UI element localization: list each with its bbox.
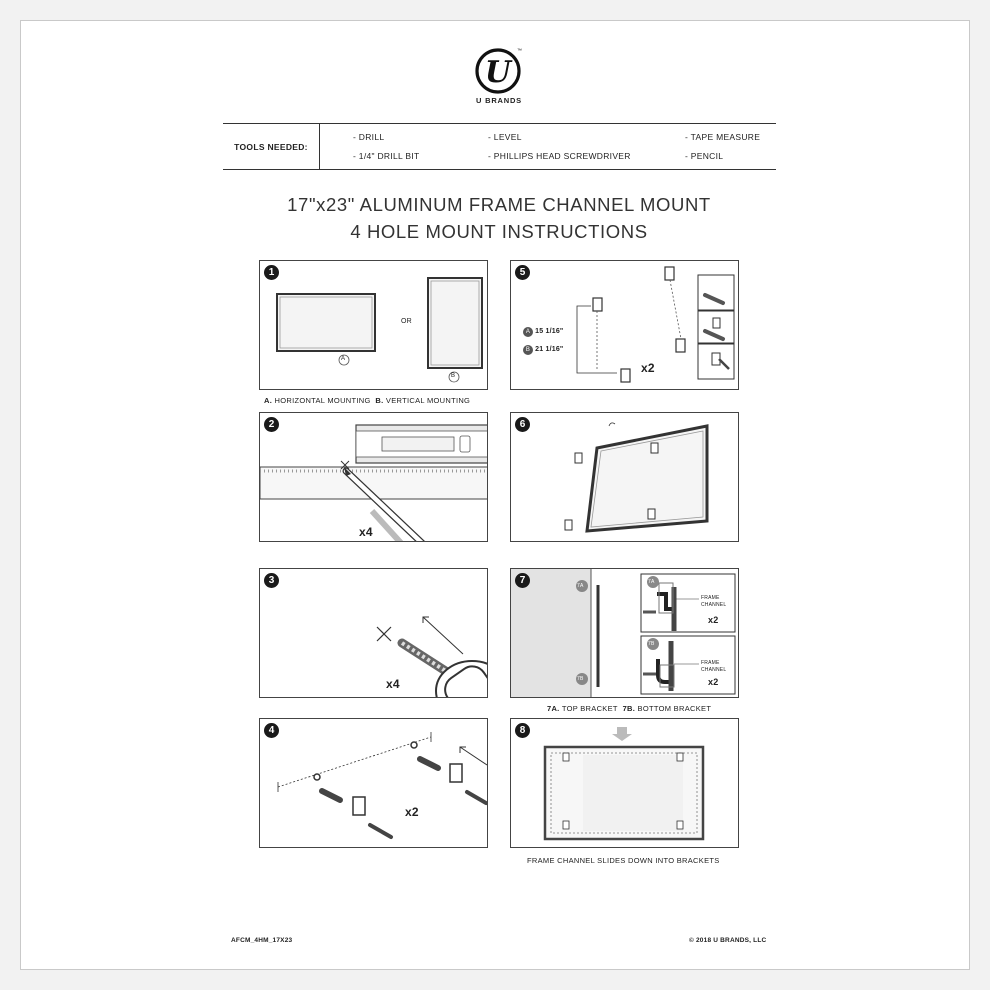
copyright: © 2018 U BRANDS, LLC xyxy=(689,937,767,944)
repeat-count: x4 xyxy=(359,525,373,539)
repeat-count-bottom: x2 xyxy=(708,677,719,687)
level-and-pencil-illustration xyxy=(260,424,487,541)
step-number: 1 xyxy=(264,265,279,280)
frame-orientation-illustration xyxy=(276,277,483,383)
slide-down-illustration xyxy=(543,727,705,841)
tool-item: - PHILLIPS HEAD SCREWDRIVER xyxy=(488,151,631,161)
frame-channel-label-bottom: FRAME CHANNEL xyxy=(701,660,727,673)
step-number: 2 xyxy=(264,417,279,432)
step-6-panel: 6 xyxy=(510,412,739,542)
step-number: 8 xyxy=(515,723,530,738)
step-number: 3 xyxy=(264,573,279,588)
step-4-panel: 4 x2 xyxy=(259,718,488,848)
caption-bottom-bracket: BOTTOM BRACKET xyxy=(637,704,712,713)
tool-item: - LEVEL xyxy=(488,132,522,142)
step-8-panel: 8 xyxy=(510,718,739,848)
logo-letter: U xyxy=(485,55,513,90)
tag-7a-detail: 7A xyxy=(648,579,655,585)
step-number: 4 xyxy=(264,723,279,738)
step-2-panel: 2 x4 xyxy=(259,412,488,542)
badge-a: A xyxy=(523,327,533,337)
step-8-caption: FRAME CHANNEL SLIDES DOWN INTO BRACKETS xyxy=(527,856,720,865)
step-5-panel: 5 A 15 1/16" B 21 1/16" x2 xyxy=(510,260,739,390)
brand-name: U BRANDS xyxy=(476,96,522,105)
hang-frame-illustration xyxy=(564,422,709,533)
badge-b: B xyxy=(451,373,456,379)
trademark-mark: ™ xyxy=(517,48,522,54)
caption-key-b: B. xyxy=(375,396,384,405)
caption-top-bracket: TOP BRACKET xyxy=(561,704,618,713)
u-brands-logo-icon: U ™ xyxy=(475,48,522,94)
step-7-caption: 7A. TOP BRACKET 7B. BOTTOM BRACKET xyxy=(547,704,712,713)
or-label: OR xyxy=(401,318,412,325)
repeat-count-top: x2 xyxy=(708,615,719,625)
tools-needed-label: TOOLS NEEDED: xyxy=(223,124,320,169)
caption-key-a: A. xyxy=(264,396,273,405)
step-7-panel: 7 7A 7B 7A 7B FRAME CHANNEL FRAME xyxy=(510,568,739,698)
step-number: 6 xyxy=(515,417,530,432)
tool-item: - TAPE MEASURE xyxy=(685,132,761,142)
instruction-sheet: U ™ U BRANDS TOOLS NEEDED: - DRILL - 1/4… xyxy=(20,20,970,970)
repeat-count: x2 xyxy=(405,805,419,819)
step-1-caption: A. HORIZONTAL MOUNTING B. VERTICAL MOUNT… xyxy=(264,396,470,405)
badge-b: B xyxy=(523,345,533,355)
caption-vertical: VERTICAL MOUNTING xyxy=(385,396,471,405)
tag-7b-detail: 7B xyxy=(648,641,655,647)
tag-7b: 7B xyxy=(577,676,584,682)
caption-horizontal: HORIZONTAL MOUNTING xyxy=(274,396,371,405)
tool-item: - PENCIL xyxy=(685,151,724,161)
badge-a: A xyxy=(341,356,346,362)
bracket-placement-illustration xyxy=(576,266,735,383)
measure-a: A 15 1/16" xyxy=(523,327,563,337)
frame-channel-label-top: FRAME CHANNEL xyxy=(701,595,727,608)
title-line-2: 4 HOLE MOUNT INSTRUCTIONS xyxy=(350,221,648,242)
drill-illustration xyxy=(376,616,487,697)
tools-needed-table: TOOLS NEEDED: - DRILL - 1/4" DRILL BIT -… xyxy=(223,123,776,170)
page-title: 17"x23" ALUMINUM FRAME CHANNEL MOUNT 4 H… xyxy=(201,191,797,245)
tag-7a: 7A xyxy=(577,583,584,589)
repeat-count: x2 xyxy=(641,361,655,375)
step-number: 5 xyxy=(515,265,530,280)
title-line-1: 17"x23" ALUMINUM FRAME CHANNEL MOUNT xyxy=(287,194,711,215)
step-number: 7 xyxy=(515,573,530,588)
measure-b: B 21 1/16" xyxy=(523,345,563,355)
step-3-panel: 3 x4 xyxy=(259,568,488,698)
tool-item: - DRILL xyxy=(353,132,385,142)
repeat-count: x4 xyxy=(386,677,400,691)
step-1-panel: 1 OR A B xyxy=(259,260,488,390)
document-code: AFCM_4HM_17X23 xyxy=(231,937,293,944)
tool-item: - 1/4" DRILL BIT xyxy=(353,151,420,161)
bracket-detail-illustration xyxy=(511,569,736,697)
anchor-and-bracket-illustration xyxy=(277,732,487,839)
